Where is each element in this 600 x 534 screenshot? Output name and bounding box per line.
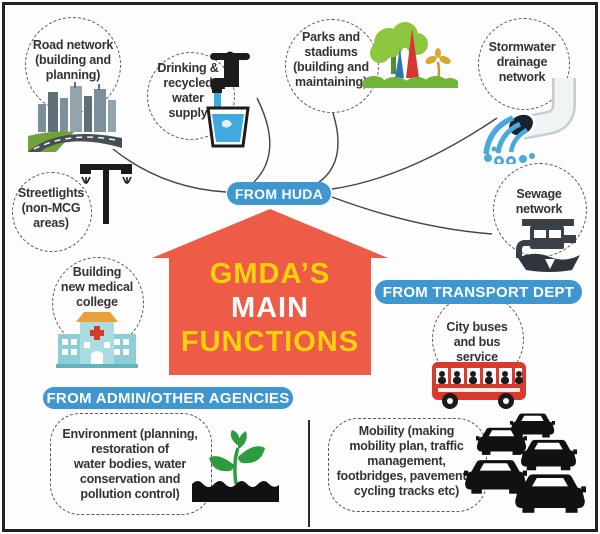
water-tap-icon <box>206 51 250 148</box>
node-parks-stadiums <box>285 19 379 113</box>
node-drinking-water <box>147 52 235 140</box>
hospital-icon <box>56 312 138 368</box>
title-line-2: MAIN <box>230 292 310 324</box>
node-streetlights <box>12 172 92 252</box>
streetlight-icon <box>80 164 132 224</box>
connector-road-huda <box>112 148 227 193</box>
badge-from-admin-agencies: FROM ADMIN/OTHER AGENCIES <box>43 387 293 409</box>
connector-parks-huda <box>317 112 339 184</box>
title-line-1: GMDA’S <box>209 258 331 290</box>
title-line-3: FUNCTIONS <box>180 326 360 358</box>
section-divider <box>308 420 310 527</box>
traffic-cars-icon <box>464 413 586 513</box>
bus-icon <box>432 362 526 409</box>
node-environment <box>50 413 212 515</box>
page-title: GMDA’S MAIN FUNCTIONS <box>170 257 370 359</box>
connector-storm-huda <box>331 117 498 190</box>
badge-from-transport-dept: FROM TRANSPORT DEPT <box>375 280 582 304</box>
city-road-icon <box>28 82 122 152</box>
node-stormwater <box>478 18 570 110</box>
sewage-pipe-icon <box>516 219 580 272</box>
plant-icon <box>192 430 279 502</box>
connector-sewage-huda <box>331 196 493 235</box>
badge-from-huda: FROM HUDA <box>227 182 331 205</box>
connector-water-huda <box>253 97 271 183</box>
storm-drain-icon <box>483 78 576 164</box>
park-trees-icon <box>362 22 458 88</box>
